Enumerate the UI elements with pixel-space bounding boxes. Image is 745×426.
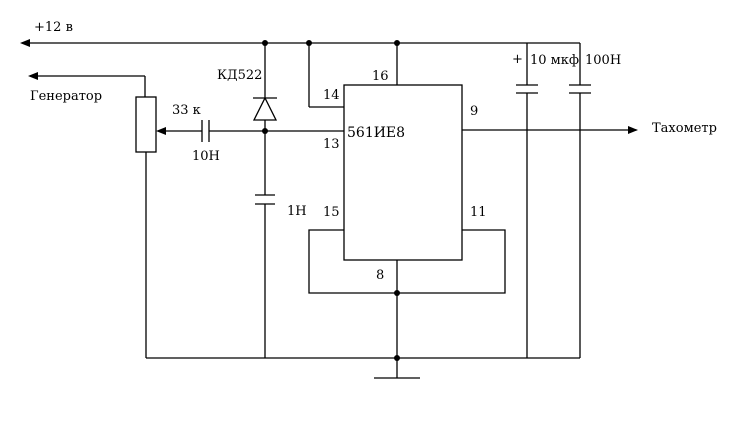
wiper-arrow-icon <box>156 127 166 135</box>
diode-label: КД522 <box>217 68 262 83</box>
electrolytic-cap-label: 10 мкф <box>530 53 579 68</box>
junction-dot <box>394 40 400 46</box>
diode-triangle-icon <box>252 96 278 121</box>
ic-label: 561ИЕ8 <box>347 125 405 141</box>
tachometer-label: Тахометр <box>652 121 717 136</box>
junction-dot <box>394 355 400 361</box>
junction-dot <box>262 40 268 46</box>
pin-11-label: 11 <box>470 205 487 220</box>
timing-cap-label: 1Н <box>287 204 307 219</box>
junction-dot <box>394 290 400 296</box>
potentiometer <box>135 96 157 153</box>
junction-dot <box>306 40 312 46</box>
pin-13-label: 13 <box>323 137 340 152</box>
pin15-pin11-loop <box>308 229 506 294</box>
junction-dot <box>262 128 268 134</box>
tachometer-arrow-icon <box>628 126 638 134</box>
supply-label: +12 в <box>34 20 73 35</box>
filter-cap-label: 100Н <box>585 53 621 68</box>
pin-15-label: 15 <box>323 205 340 220</box>
pin-16-label: 16 <box>372 69 389 84</box>
generator-arrow-icon <box>28 72 38 80</box>
pin-8-label: 8 <box>376 268 384 283</box>
ic-body <box>343 84 463 261</box>
pin-14-label: 14 <box>323 88 340 103</box>
generator-label: Генератор <box>30 89 102 104</box>
supply-arrow-icon <box>20 39 30 47</box>
coupling-cap-label: 10Н <box>192 149 220 164</box>
resistor-label: 33 к <box>172 103 201 118</box>
electrolytic-plus-label: + <box>512 52 523 67</box>
pin-9-label: 9 <box>470 104 478 119</box>
